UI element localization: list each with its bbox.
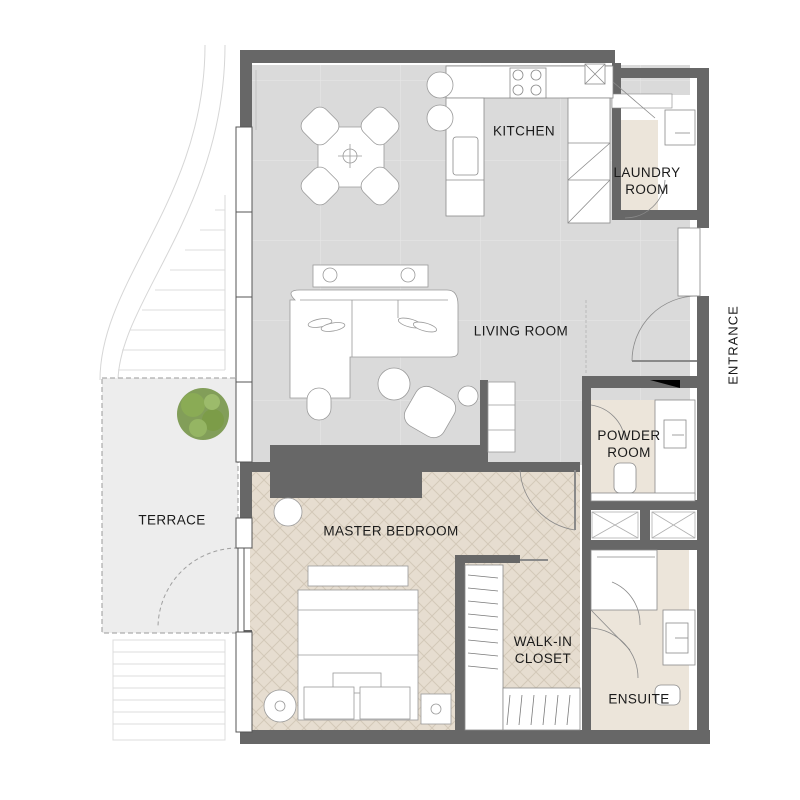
utility-box-icon [584, 63, 606, 85]
room-label-master-bedroom: MASTER BEDROOM [323, 523, 459, 539]
laundry-wall-window [611, 93, 673, 109]
room-label-ensuite: ENSUITE [608, 691, 670, 707]
windows [235, 126, 253, 733]
room-label-living: LIVING ROOM [473, 323, 569, 339]
powder-fixtures [590, 399, 696, 502]
room-label-kitchen: KITCHEN [492, 123, 556, 139]
room-label-laundry: LAUNDRY ROOM [613, 165, 681, 197]
terrace-door [237, 547, 245, 633]
deck-slats-lower [112, 639, 226, 741]
laundry-fixtures [612, 81, 696, 219]
terrace-area [99, 44, 239, 741]
room-label-powder: POWDER ROOM [597, 428, 661, 460]
bar-stools [426, 71, 454, 132]
closet-hangers [467, 574, 571, 726]
bedroom-furniture [263, 470, 452, 725]
entrance-door-swing [631, 295, 698, 362]
entrance-marker [650, 380, 680, 388]
sofa [289, 264, 459, 399]
kitchen-sink [452, 136, 479, 176]
living-accessories [306, 367, 516, 453]
shafts [591, 511, 696, 539]
cooktop-icon [512, 69, 542, 96]
bedroom-door-swing [519, 469, 576, 531]
room-label-terrace: TERRACE [138, 512, 206, 528]
entrance-window [677, 227, 701, 297]
entrance-label: ENTRANCE [725, 305, 741, 385]
deck-slats-upper [118, 209, 225, 371]
closet-shelves [464, 559, 581, 731]
room-label-walk-in-closet: WALK-IN CLOSET [513, 634, 573, 666]
walls [240, 50, 710, 744]
plant-icon [177, 388, 229, 440]
dining-table [300, 106, 400, 206]
terrace-door-swing [157, 547, 239, 629]
ensuite-fixtures [590, 549, 696, 706]
